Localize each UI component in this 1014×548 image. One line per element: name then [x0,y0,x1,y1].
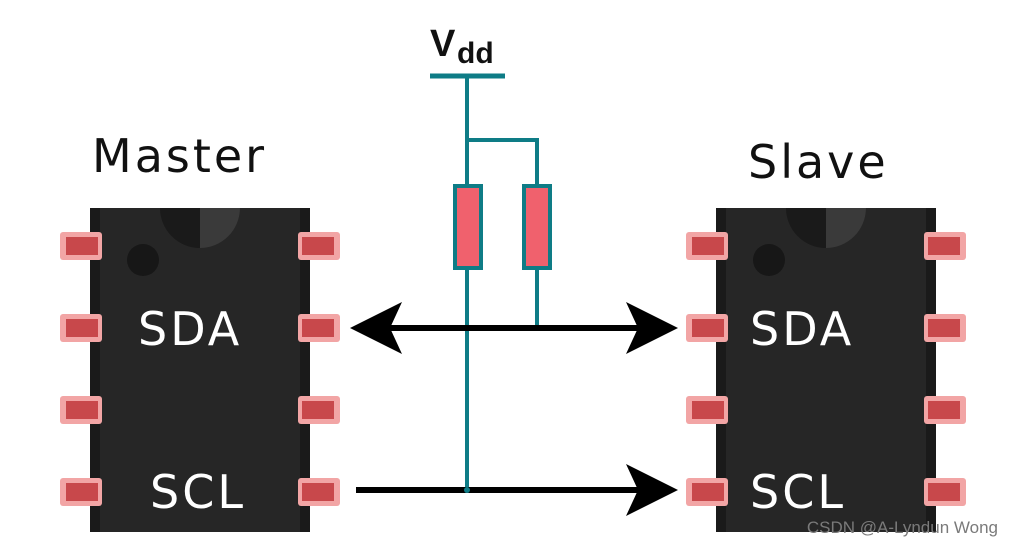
vdd-label-main: V [430,23,456,65]
slave-edge-left [716,208,726,532]
slave-pin1-dot [753,244,785,276]
slave-pin [928,319,960,337]
master-pin [302,237,334,255]
master-pin [302,483,334,501]
slave-scl-label: SCL [750,465,846,519]
master-sda-label: SDA [138,302,242,356]
slave-pin [928,237,960,255]
master-pin [302,401,334,419]
master-body [90,208,310,532]
slave-right-pins [924,232,966,506]
slave-pin [692,483,724,501]
master-pin [66,319,98,337]
pull-up-network [465,76,539,492]
master-edge-right [300,208,310,532]
master-scl-label: SCL [150,465,246,519]
scl-arrowhead-right [626,464,678,516]
scl-pullup-resistor [453,184,483,270]
slave-pin [692,237,724,255]
vdd-label-subscript: dd [457,37,494,70]
master-title: Master [92,129,267,183]
master-left-pins [60,232,102,506]
vdd-supply: V dd [430,23,505,79]
sda-arrowhead-right [626,302,678,354]
master-right-pins [298,232,340,506]
master-notch-highlight [200,208,240,248]
master-pin [66,237,98,255]
scl-junction-dot [464,487,470,493]
slave-body [716,208,936,532]
scl-line [356,464,678,516]
slave-edge-right [926,208,936,532]
slave-pin [928,401,960,419]
slave-pin [928,483,960,501]
sda-line [350,302,678,354]
master-edge-left [90,208,100,532]
watermark-text: CSDN @A-Lyndun Wong [807,518,998,537]
master-chip: Master SDA SCL [60,129,340,532]
slave-chip: Slave SDA SCL [686,135,966,532]
slave-notch-highlight [826,208,866,248]
slave-title: Slave [748,135,889,189]
master-pin [66,483,98,501]
master-pin1-dot [127,244,159,276]
master-pin [302,319,334,337]
slave-left-pins [686,232,728,506]
slave-sda-label: SDA [750,302,854,356]
slave-pin [692,319,724,337]
master-pin [66,401,98,419]
sda-pullup-resistor [522,184,552,270]
sda-arrowhead-left [350,302,402,354]
slave-pin [692,401,724,419]
